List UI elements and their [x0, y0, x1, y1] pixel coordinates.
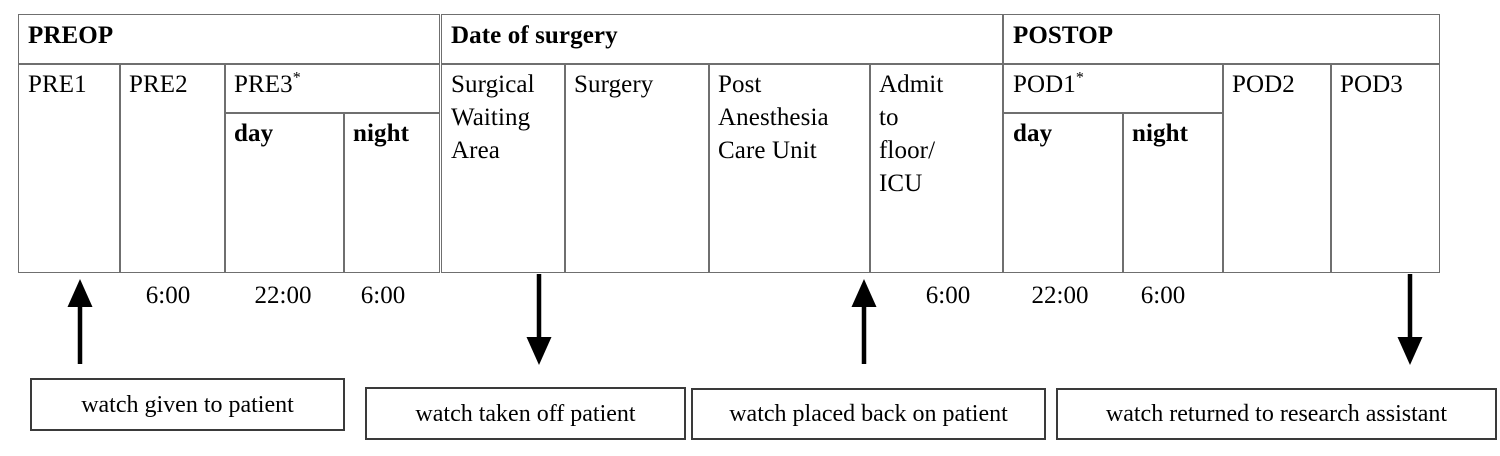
pre2-pre3-divider: [224, 64, 226, 272]
column-pod1-day-label: day: [1013, 120, 1053, 147]
column-pre3-night-label: night: [353, 120, 410, 147]
admit-line2: to: [879, 104, 899, 131]
pre1-pre2-divider: [119, 64, 121, 272]
time-label-2: 22:00: [254, 282, 312, 309]
postop-group-header: POSTOP: [1004, 15, 1439, 63]
surgery-block: Date of surgery Surgical Waiting Area Su…: [441, 14, 1003, 273]
column-pod2: POD2: [1223, 64, 1330, 272]
column-pod2-label: POD2: [1232, 71, 1295, 98]
column-pacu: Post Anesthesia Care Unit: [709, 64, 869, 272]
column-pre1-label: PRE1: [28, 71, 87, 98]
column-pre3-day: day: [225, 113, 343, 272]
pacu-line2: Anesthesia: [718, 104, 829, 131]
column-pre3-text: PRE3: [234, 71, 293, 98]
admit-line4: ICU: [879, 170, 923, 197]
time-label-3: 6:00: [360, 282, 406, 309]
column-surgical-waiting-area: Surgical Waiting Area: [442, 64, 564, 272]
event-box-watch-given: watch given to patient: [30, 378, 345, 431]
pacu-line3: Care Unit: [718, 137, 817, 164]
column-admit: Admit to floor/ ICU: [870, 64, 1002, 272]
admit-line3: floor/: [879, 137, 936, 164]
event-label-3: watch placed back on patient: [729, 401, 1008, 427]
event-label-4: watch returned to research assistant: [1105, 401, 1448, 427]
column-pre1: PRE1: [19, 64, 119, 272]
pod1-pod2-divider: [1222, 64, 1224, 272]
column-pre3-night: night: [344, 113, 439, 272]
event-box-watch-placed-back: watch placed back on patient: [691, 388, 1046, 440]
postop-group-label: POSTOP: [1013, 22, 1114, 49]
swa-line3: Area: [451, 137, 500, 164]
postop-header-divider: [1004, 63, 1439, 65]
pacu-admit-divider: [869, 64, 871, 272]
arrow-down-watch-returned: [1397, 274, 1423, 365]
column-pre2: PRE2: [120, 64, 224, 272]
time-label-4: 6:00: [925, 282, 971, 309]
time-label-5: 22:00: [1031, 282, 1089, 309]
column-surgery: Surgery: [565, 64, 708, 272]
column-surgery-label: Surgery: [574, 71, 654, 98]
swa-surgery-divider: [564, 64, 566, 272]
pre3-day-night-divider: [343, 113, 345, 272]
column-pod1: POD1*: [1004, 64, 1222, 112]
surgery-group-header: Date of surgery: [442, 15, 1002, 63]
time-label-1: 6:00: [145, 282, 191, 309]
pod2-pod3-divider: [1330, 64, 1332, 272]
event-label-1: watch given to patient: [81, 391, 294, 418]
event-box-watch-taken-off: watch taken off patient: [365, 387, 686, 440]
pod1-day-night-divider: [1122, 113, 1124, 272]
pre3-sub-divider: [225, 112, 439, 114]
time-label-6: 6:00: [1140, 282, 1186, 309]
arrow-up-watch-given: [67, 279, 93, 364]
pod1-footnote-marker: *: [1075, 69, 1085, 87]
pacu-line1: Post: [718, 71, 762, 98]
column-pod3: POD3: [1331, 64, 1439, 272]
arrow-down-watch-taken-off: [526, 274, 552, 365]
column-pod1-day: day: [1004, 113, 1122, 272]
column-pod1-label: POD1*: [1013, 68, 1219, 101]
admit-line1: Admit: [879, 71, 944, 98]
event-label-2: watch taken off patient: [415, 400, 636, 427]
event-box-watch-returned: watch returned to research assistant: [1056, 388, 1497, 440]
column-pod3-label: POD3: [1340, 71, 1403, 98]
preop-group-header: PREOP: [19, 15, 439, 63]
column-pre3: PRE3*: [225, 64, 439, 112]
pre3-footnote-marker: *: [292, 69, 301, 87]
column-pre2-label: PRE2: [129, 71, 188, 98]
column-pacu-label: Post Anesthesia Care Unit: [718, 68, 866, 167]
pod1-sub-divider: [1004, 112, 1222, 114]
column-swa-label: Surgical Waiting Area: [451, 68, 561, 167]
column-pre3-day-label: day: [234, 120, 274, 147]
surgery-pacu-divider: [708, 64, 710, 272]
column-pod1-text: POD1: [1013, 71, 1076, 98]
column-pre3-label: PRE3*: [234, 68, 436, 101]
preop-group-label: PREOP: [28, 22, 114, 49]
column-pod1-night: night: [1123, 113, 1222, 272]
swa-line2: Waiting: [451, 104, 531, 131]
arrow-up-watch-placed-back: [851, 279, 877, 364]
preop-block: PREOP PRE1 PRE2 PRE3* day night: [18, 14, 440, 273]
surgery-header-divider: [442, 63, 1002, 65]
column-pod1-night-label: night: [1132, 120, 1189, 147]
surgery-group-label: Date of surgery: [451, 22, 618, 49]
swa-line1: Surgical: [451, 71, 535, 98]
preop-header-divider: [19, 63, 439, 65]
postop-block: POSTOP POD1* day night POD2 POD3: [1003, 14, 1440, 273]
column-admit-label: Admit to floor/ ICU: [879, 68, 999, 200]
